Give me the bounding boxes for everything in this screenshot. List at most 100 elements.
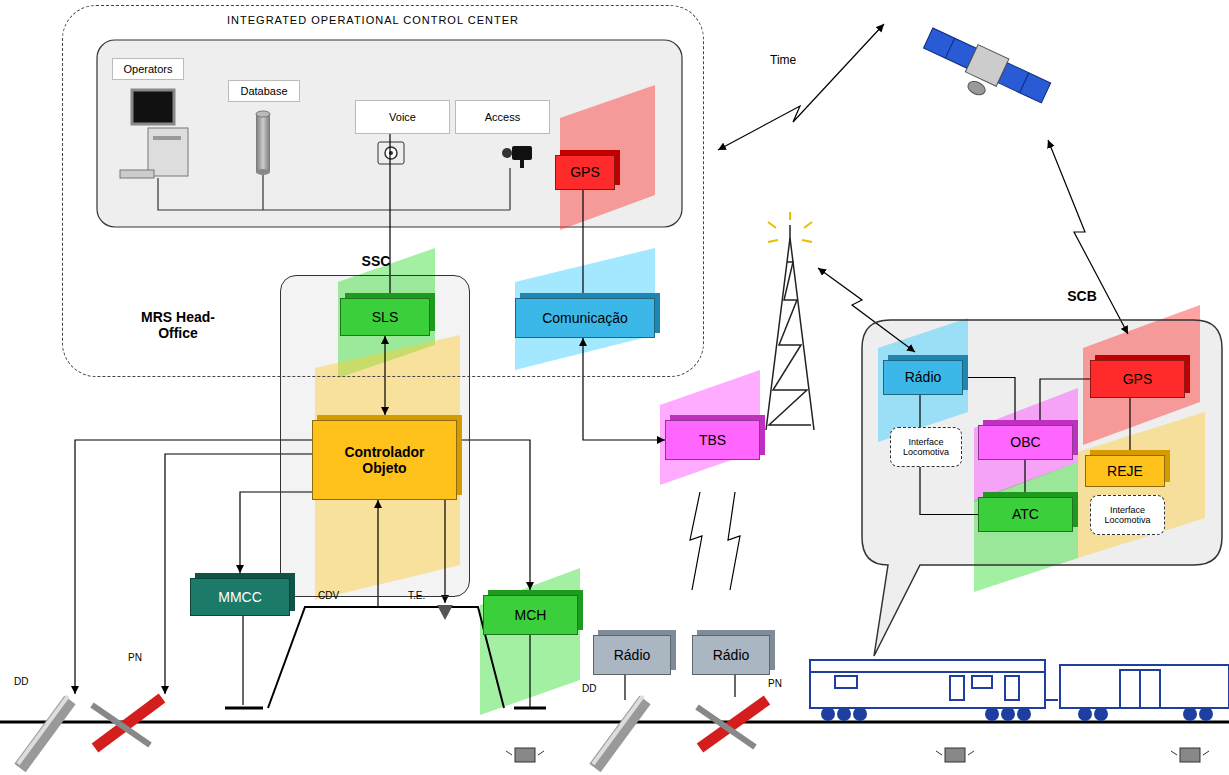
wagon bbox=[1184, 708, 1196, 720]
wagon bbox=[1139, 670, 1141, 708]
connector-line bbox=[384, 336, 385, 415]
derailer-device bbox=[593, 696, 643, 764]
connector-line bbox=[389, 134, 390, 293]
onboard-callout: SCBRádioGPSInterface LocomotivaOBCREJEAT… bbox=[862, 320, 1222, 565]
camera-icon bbox=[502, 148, 512, 158]
voice-icon bbox=[378, 142, 404, 164]
connector-line bbox=[240, 492, 312, 573]
node-text: Voice bbox=[389, 111, 416, 124]
field-wires bbox=[624, 675, 625, 700]
satellite bbox=[965, 45, 1008, 87]
wireless-links bbox=[718, 24, 884, 150]
camera-icon bbox=[502, 146, 532, 168]
field-wires bbox=[514, 707, 546, 710]
field-wires bbox=[225, 707, 263, 710]
track-label: T.E. bbox=[408, 590, 425, 601]
node-text: Comunicação bbox=[542, 310, 628, 326]
icon-label: Database bbox=[228, 80, 300, 102]
node-text: MMCC bbox=[218, 589, 262, 605]
locomotive bbox=[950, 676, 964, 700]
field-wires bbox=[734, 675, 735, 697]
level-crossing bbox=[92, 705, 150, 745]
satellite bbox=[966, 79, 987, 97]
satellite bbox=[924, 28, 977, 68]
layer-planes bbox=[1078, 412, 1205, 558]
locomotive bbox=[822, 708, 834, 720]
locomotive bbox=[835, 676, 857, 688]
callout-outline bbox=[862, 320, 1222, 656]
computer-icon bbox=[120, 170, 154, 178]
connector-line bbox=[583, 338, 665, 440]
icon-label: Voice bbox=[355, 100, 450, 134]
node-text: REJE bbox=[1107, 463, 1143, 479]
layer-planes bbox=[515, 248, 655, 370]
track-sensor bbox=[1180, 748, 1200, 762]
connector-line bbox=[457, 440, 530, 590]
track-sensor bbox=[506, 751, 1209, 755]
layer-planes bbox=[660, 370, 760, 485]
camera-icon bbox=[512, 146, 532, 160]
link-label: Time bbox=[770, 54, 796, 67]
region-fills bbox=[97, 40, 1222, 656]
locomotive bbox=[810, 660, 1058, 720]
level-crossing bbox=[95, 698, 162, 748]
satellite bbox=[998, 63, 1051, 103]
wagon bbox=[1060, 665, 1229, 708]
track bbox=[0, 721, 1229, 724]
wireless-links bbox=[1048, 140, 1128, 334]
track bbox=[0, 722, 1229, 723]
connector-line bbox=[582, 190, 583, 298]
region-fills bbox=[862, 320, 1222, 656]
locomotive bbox=[822, 708, 1030, 720]
derailer-device bbox=[20, 700, 70, 768]
ssc-region: SSCSLSControlador Objeto bbox=[280, 275, 470, 597]
radio-tower bbox=[789, 225, 791, 238]
mmcc-box: MMCC bbox=[190, 578, 290, 616]
lan-bus bbox=[158, 178, 510, 210]
derailer-device bbox=[18, 696, 68, 764]
connector-line bbox=[963, 378, 1015, 421]
node-text: GPS bbox=[1123, 371, 1153, 387]
wireless-links bbox=[728, 492, 740, 590]
region-heading: SSC bbox=[336, 253, 416, 269]
level-crossing bbox=[92, 698, 767, 748]
field-wires bbox=[165, 454, 312, 694]
field-wires bbox=[242, 616, 243, 705]
node-text: Access bbox=[485, 111, 520, 124]
track-sensor bbox=[515, 748, 535, 762]
node-text: Controlador Objeto bbox=[330, 444, 440, 476]
connector-line bbox=[1040, 379, 1090, 420]
radio-box: Rádio bbox=[883, 360, 963, 395]
derailer-device bbox=[18, 696, 645, 768]
device-label: DD bbox=[14, 676, 28, 687]
wireless-links bbox=[818, 268, 915, 352]
database-icon bbox=[256, 169, 270, 175]
derailer-device bbox=[595, 700, 645, 768]
wagon bbox=[1079, 708, 1091, 720]
layer-planes bbox=[480, 568, 580, 715]
locomotive bbox=[838, 708, 850, 720]
node-text: Operators bbox=[124, 63, 173, 76]
computer-icon bbox=[132, 90, 174, 124]
obc-box: OBC bbox=[978, 425, 1073, 460]
lan-bus bbox=[158, 168, 510, 210]
node-text: GPS bbox=[570, 164, 600, 180]
node-text: Rádio bbox=[713, 647, 750, 663]
device-label: DD bbox=[582, 683, 596, 694]
device-label: PN bbox=[768, 678, 782, 689]
connector-line bbox=[919, 395, 920, 427]
gps-box: GPS bbox=[555, 155, 615, 190]
radio-tower bbox=[766, 212, 814, 430]
computer-icon bbox=[120, 90, 188, 178]
interface-box: Interface Locomotiva bbox=[890, 427, 962, 467]
camera-icon bbox=[520, 160, 524, 168]
satellite bbox=[915, 24, 1052, 121]
comm-box: Comunicação bbox=[515, 298, 655, 338]
radio-tower bbox=[790, 238, 814, 430]
layer-planes bbox=[878, 318, 968, 442]
locomotive bbox=[1018, 708, 1030, 720]
wireless-links bbox=[690, 24, 1128, 590]
field-wires bbox=[377, 500, 378, 607]
wagon bbox=[1095, 708, 1107, 720]
